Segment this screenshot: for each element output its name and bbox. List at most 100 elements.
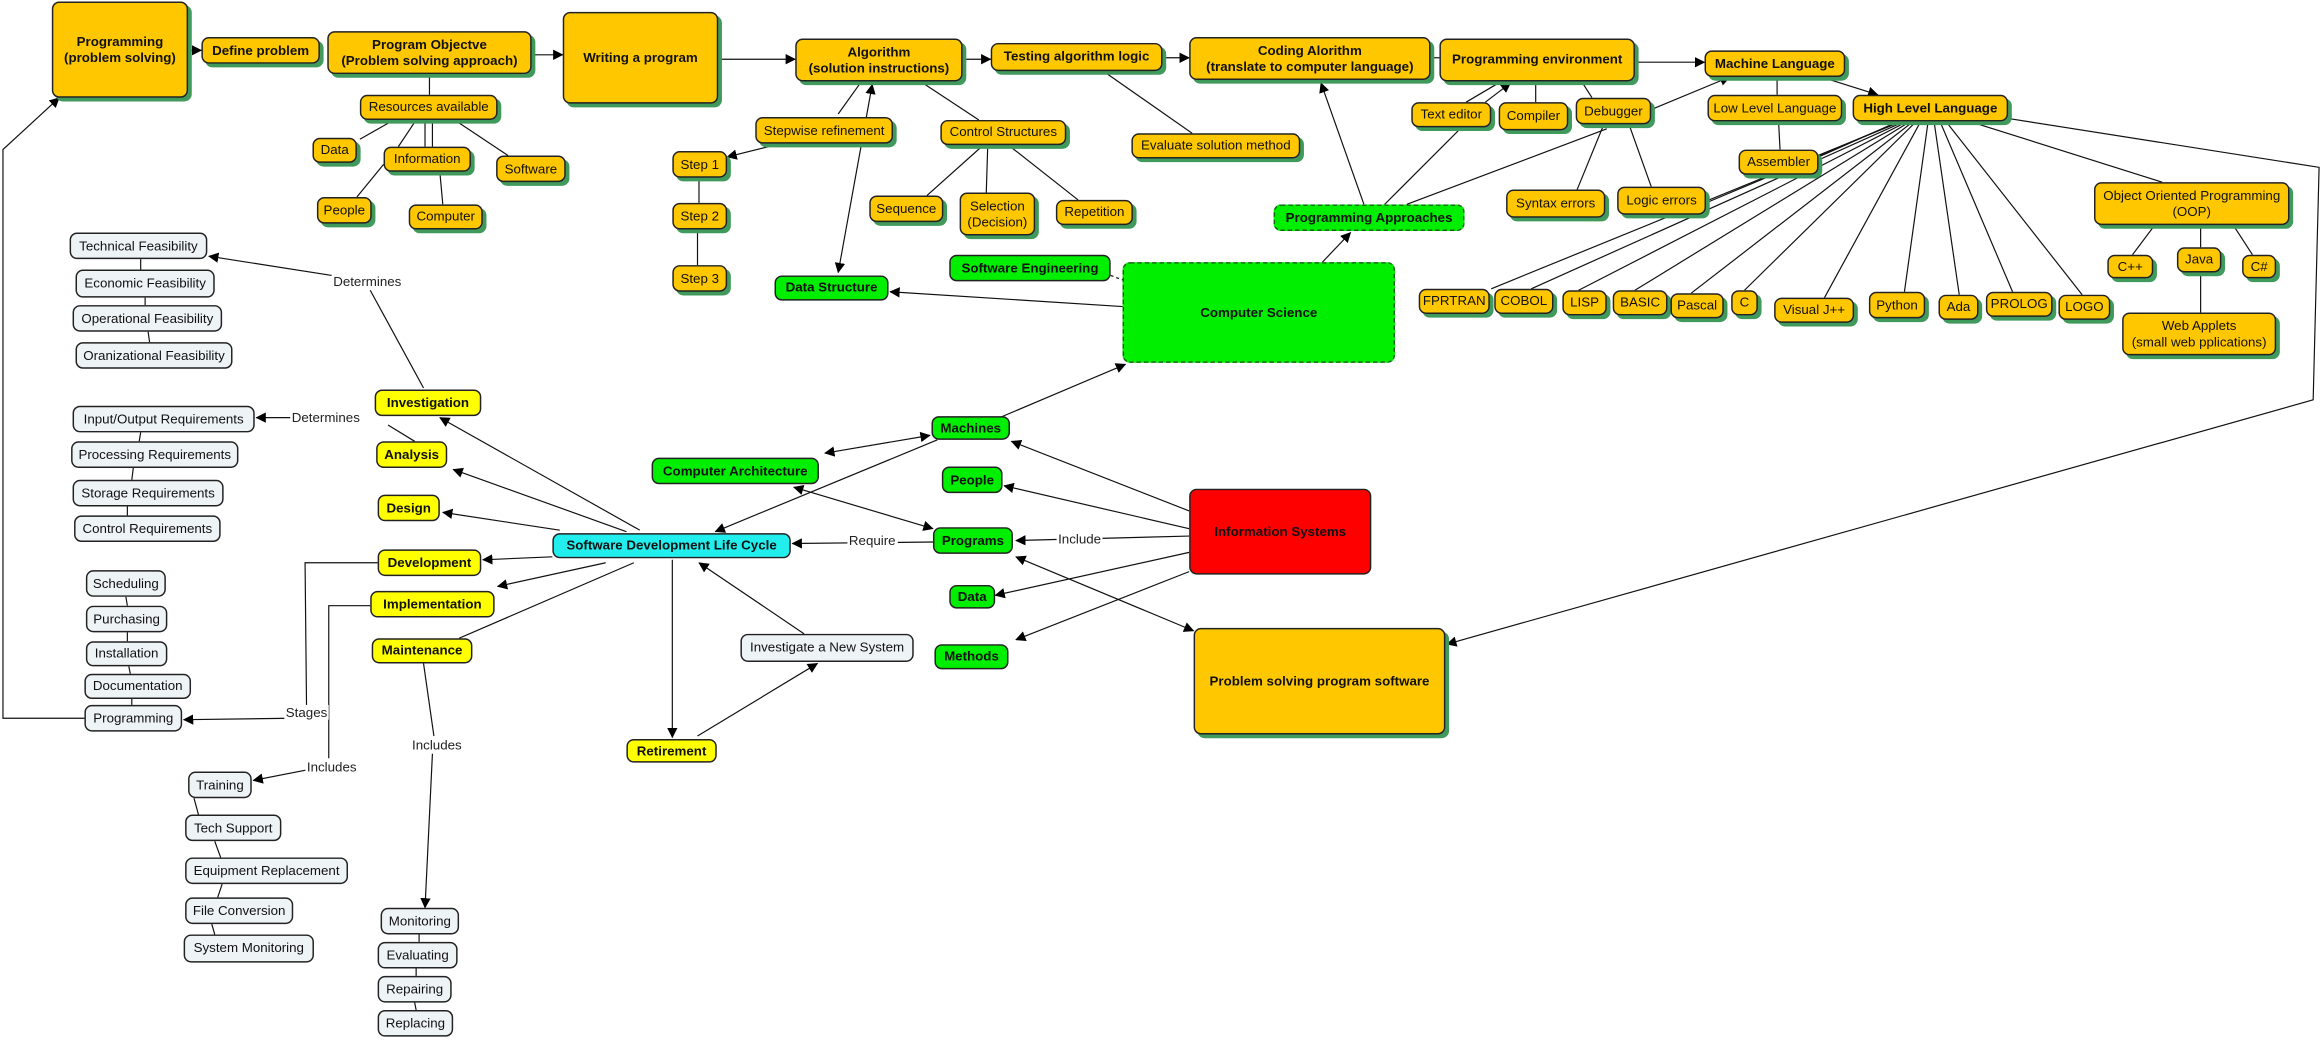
node-tech-support[interactable]: Tech Support [185, 814, 282, 842]
node-resources-available[interactable]: Resources available [359, 94, 498, 120]
node-selection[interactable]: Selection (Decision) [959, 192, 1036, 236]
node-methods[interactable]: Methods [934, 644, 1009, 670]
node-development[interactable]: Development [377, 549, 482, 577]
link-label-determines: Determines [290, 410, 362, 426]
node-basic[interactable]: BASIC [1612, 290, 1668, 316]
node-problem-solving-program-software[interactable]: Problem solving program software [1193, 627, 1446, 735]
link-label-include: Include [1056, 531, 1103, 547]
node-investigation[interactable]: Investigation [374, 389, 482, 417]
node-purchasing[interactable]: Purchasing [85, 605, 168, 633]
node-economic-feasibility[interactable]: Economic Feasibility [75, 269, 215, 298]
node-python[interactable]: Python [1868, 291, 1926, 319]
node-investigate-new-system[interactable]: Investigate a New System [740, 633, 914, 662]
node-installation[interactable]: Installation [85, 641, 168, 667]
node-io-requirements[interactable]: Input/Output Requirements [72, 405, 255, 433]
node-software-engineering[interactable]: Software Engineering [949, 254, 1111, 282]
node-syntax-errors[interactable]: Syntax errors [1506, 189, 1606, 218]
node-information-systems[interactable]: Information Systems [1189, 488, 1372, 575]
node-programming-environment[interactable]: Programming environment [1439, 38, 1635, 82]
node-oop[interactable]: Object Oriented Programming (OOP) [2093, 182, 2290, 226]
node-programming-approaches[interactable]: Programming Approaches [1273, 204, 1465, 232]
sdlc-edges [2, 97, 819, 909]
node-repetition[interactable]: Repetition [1055, 199, 1133, 226]
node-documentation[interactable]: Documentation [84, 673, 192, 699]
node-prolog[interactable]: PROLOG [1985, 291, 2053, 317]
node-text-editor[interactable]: Text editor [1411, 102, 1492, 128]
node-ada[interactable]: Ada [1938, 294, 1979, 320]
node-compiler[interactable]: Compiler [1498, 102, 1569, 131]
node-algorithm[interactable]: Algorithm (solution instructions) [795, 38, 963, 82]
node-csharp[interactable]: C# [2242, 254, 2277, 279]
node-program-objective[interactable]: Program Objectve (Problem solving approa… [327, 31, 532, 75]
node-debugger[interactable]: Debugger [1575, 97, 1652, 125]
node-computer[interactable]: Computer [408, 204, 483, 230]
node-fortran[interactable]: FPRTRAN [1418, 288, 1490, 314]
node-monitoring[interactable]: Monitoring [380, 907, 460, 935]
node-software[interactable]: Software [496, 155, 566, 183]
node-computer-science[interactable]: Computer Science [1122, 262, 1396, 363]
node-logo[interactable]: LOGO [2058, 294, 2111, 320]
node-data[interactable]: Data [312, 137, 357, 163]
node-java[interactable]: Java [2176, 247, 2222, 273]
node-data-structure[interactable]: Data Structure [774, 275, 889, 301]
node-implementation[interactable]: Implementation [370, 590, 495, 618]
node-evaluating[interactable]: Evaluating [377, 941, 458, 969]
node-organizational-feasibility[interactable]: Oranizational Feasibility [75, 342, 233, 369]
node-system-monitoring[interactable]: System Monitoring [183, 934, 314, 963]
node-pascal[interactable]: Pascal [1670, 293, 1724, 319]
node-visual-j[interactable]: Visual J++ [1774, 297, 1855, 323]
node-computer-architecture[interactable]: Computer Architecture [651, 457, 819, 485]
node-cobol[interactable]: COBOL [1494, 288, 1554, 314]
node-operational-feasibility[interactable]: Operational Feasibility [72, 305, 223, 332]
node-define-problem[interactable]: Define problem [201, 37, 320, 64]
node-people[interactable]: People [316, 196, 372, 224]
node-scheduling[interactable]: Scheduling [85, 570, 166, 597]
link-label-require: Require [847, 533, 898, 548]
node-logic-errors[interactable]: Logic errors [1617, 186, 1706, 215]
node-testing-algorithm-logic[interactable]: Testing algorithm logic [990, 42, 1163, 72]
node-information[interactable]: Information [383, 146, 471, 172]
node-sequence[interactable]: Sequence [869, 195, 944, 223]
node-high-level-language[interactable]: High Level Language [1852, 94, 2009, 122]
node-equipment-replacement[interactable]: Equipment Replacement [185, 857, 349, 885]
node-sdlc[interactable]: Software Development Life Cycle [552, 533, 791, 559]
node-step-2[interactable]: Step 2 [672, 202, 728, 230]
link-label-includes: Includes [410, 737, 464, 753]
node-replacing[interactable]: Replacing [377, 1009, 454, 1037]
node-lisp[interactable]: LISP [1562, 290, 1607, 316]
node-evaluate-solution-method[interactable]: Evaluate solution method [1131, 133, 1301, 159]
node-machines[interactable]: Machines [931, 416, 1010, 440]
node-design[interactable]: Design [377, 494, 440, 522]
list-connectors [125, 259, 420, 1011]
node-data-is[interactable]: Data [949, 584, 996, 609]
node-stepwise-refinement[interactable]: Stepwise refinement [755, 116, 893, 144]
node-programs[interactable]: Programs [932, 527, 1013, 554]
node-cpp[interactable]: C++ [2107, 254, 2154, 279]
node-web-applets[interactable]: Web Applets (small web pplications) [2122, 312, 2277, 356]
node-coding-algorithm[interactable]: Coding Alorithm (translate to computer l… [1189, 37, 1431, 80]
node-retirement[interactable]: Retirement [626, 738, 717, 763]
node-step-3[interactable]: Step 3 [672, 265, 728, 292]
node-step-1[interactable]: Step 1 [672, 151, 728, 178]
node-analysis[interactable]: Analysis [376, 441, 448, 468]
node-machine-language[interactable]: Machine Language [1704, 50, 1846, 78]
node-c[interactable]: C [1731, 290, 1758, 316]
link-label-determines: Determines [331, 273, 403, 289]
node-control-requirements[interactable]: Control Requirements [74, 515, 221, 543]
node-training[interactable]: Training [188, 771, 252, 799]
node-processing-requirements[interactable]: Processing Requirements [71, 441, 239, 468]
node-low-level-language[interactable]: Low Level Language [1707, 94, 1843, 122]
node-assembler[interactable]: Assembler [1738, 149, 1819, 175]
node-people-is[interactable]: People [941, 466, 1003, 494]
node-repairing[interactable]: Repairing [377, 975, 452, 1003]
node-maintenance[interactable]: Maintenance [371, 638, 473, 664]
node-technical-feasibility[interactable]: Technical Feasibility [69, 232, 208, 260]
node-control-structures[interactable]: Control Structures [940, 119, 1067, 146]
node-file-conversion[interactable]: File Conversion [185, 897, 294, 925]
algorithm-edges [696, 70, 1193, 274]
node-writing-a-program[interactable]: Writing a program [562, 11, 719, 104]
node-programming-stage[interactable]: Programming [84, 704, 183, 732]
node-programming-problem-solving[interactable]: Programming (problem solving) [51, 1, 189, 98]
node-storage-requirements[interactable]: Storage Requirements [72, 479, 224, 507]
